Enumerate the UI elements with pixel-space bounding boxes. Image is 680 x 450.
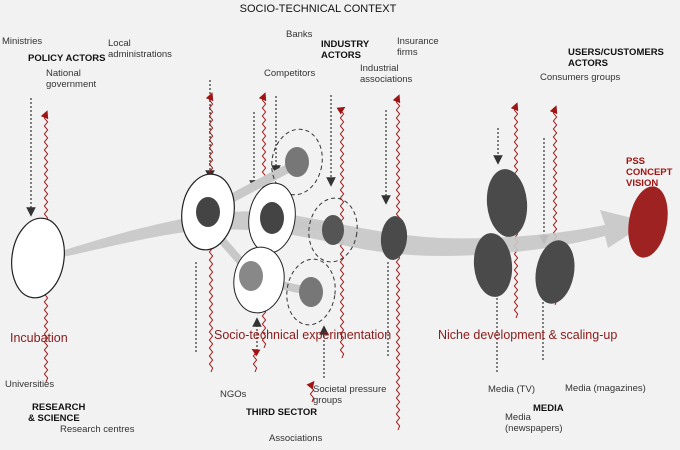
label-national-government-2: government xyxy=(46,79,97,90)
red-wavy-arrow xyxy=(306,380,315,403)
label-insurance-firms-1: Insurance xyxy=(397,36,439,47)
vision-ellipse xyxy=(628,186,668,258)
label-media-magazines: Media (magazines) xyxy=(565,383,646,394)
experiment-ellipse-dashed xyxy=(286,258,336,326)
experiment-node xyxy=(322,215,344,245)
label-ministries: Ministries xyxy=(2,36,42,47)
label-users-customers-2: ACTORS xyxy=(568,58,608,69)
label-media-newspapers-2: (newspapers) xyxy=(505,423,563,434)
label-media: MEDIA xyxy=(533,403,564,414)
niche-node xyxy=(535,240,575,304)
label-competitors: Competitors xyxy=(264,68,315,79)
label-policy-actors: POLICY ACTORS xyxy=(28,53,105,64)
label-industry-actors-1: INDUSTRY xyxy=(321,39,370,50)
label-societal-pressure-2: groups xyxy=(313,395,342,406)
label-local-administrations-1: Local xyxy=(108,38,131,49)
vision-label: PSS CONCEPT VISION xyxy=(626,156,673,189)
label-industrial-associations-1: Industrial xyxy=(360,63,399,74)
phase-niche: Niche development & scaling-up xyxy=(438,328,617,342)
down-arrows xyxy=(26,80,549,245)
label-universities: Universities xyxy=(5,379,54,390)
label-ngos: NGOs xyxy=(220,389,247,400)
niches xyxy=(11,128,668,326)
label-research-science-1: RESEARCH xyxy=(32,402,85,413)
label-third-sector: THIRD SECTOR xyxy=(246,407,317,418)
vision-label-1: PSS xyxy=(626,156,645,167)
vision-label-2: CONCEPT xyxy=(626,167,673,178)
experiment-node xyxy=(260,202,284,234)
phase-experimentation: Socio-technical experimentation xyxy=(214,328,391,342)
experiment-node xyxy=(239,261,263,291)
phase-incubation: Incubation xyxy=(10,331,68,345)
diagram-title: SOCIO-TECHNICAL CONTEXT xyxy=(240,3,397,15)
vision-label-3: VISION xyxy=(626,178,658,189)
niche-node xyxy=(473,233,513,297)
label-societal-pressure-1: Societal pressure xyxy=(313,384,386,395)
niche-node-small xyxy=(380,216,408,260)
label-research-centres: Research centres xyxy=(60,424,135,435)
experiment-node xyxy=(196,197,220,227)
label-banks: Banks xyxy=(286,29,313,40)
bottom-labels: Universities RESEARCH & SCIENCE Research… xyxy=(5,379,646,444)
label-local-administrations-2: administrations xyxy=(108,49,172,60)
label-insurance-firms-2: firms xyxy=(397,47,418,58)
experiment-ellipse-dashed xyxy=(308,197,358,263)
label-national-government-1: National xyxy=(46,68,81,79)
label-research-science-2: & SCIENCE xyxy=(28,413,80,424)
niche-node xyxy=(486,169,528,237)
red-wavy-arrow xyxy=(392,94,401,431)
top-labels: Ministries POLICY ACTORS National govern… xyxy=(2,29,664,90)
label-media-newspapers-1: Media xyxy=(505,412,532,423)
label-associations: Associations xyxy=(269,433,323,444)
label-industry-actors-2: ACTORS xyxy=(321,50,361,61)
label-industrial-associations-2: associations xyxy=(360,74,413,85)
phase-labels: Incubation Socio-technical experimentati… xyxy=(10,328,617,345)
incubation-ellipse xyxy=(11,217,65,299)
experiment-node xyxy=(285,147,309,177)
label-users-customers-1: USERS/CUSTOMERS xyxy=(568,47,664,58)
label-media-tv: Media (TV) xyxy=(488,384,535,395)
red-wavy-arrow xyxy=(251,348,261,373)
label-consumers-groups: Consumers groups xyxy=(540,72,621,83)
experiment-node xyxy=(299,277,323,307)
